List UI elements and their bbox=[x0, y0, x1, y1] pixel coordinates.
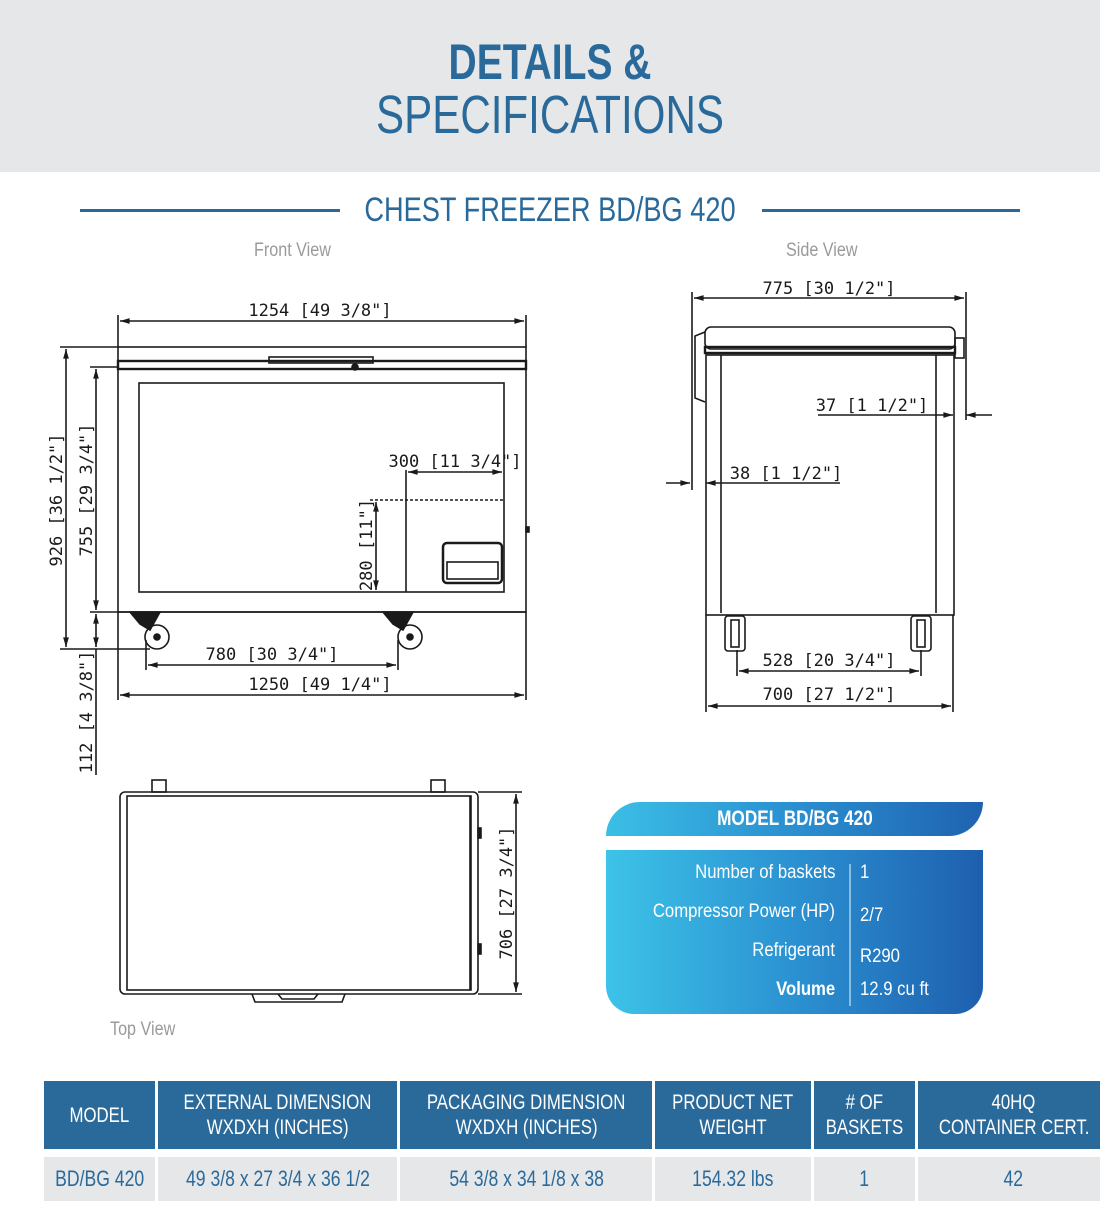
spec-value: 1 bbox=[860, 862, 870, 883]
divider-left bbox=[80, 209, 340, 212]
model-card-title: MODEL BD/BG 420 bbox=[606, 802, 983, 836]
th-text: # OF bbox=[845, 1091, 883, 1114]
product-name: CHEST FREEZER BD/BG 420 bbox=[364, 191, 736, 229]
header-banner: DETAILS & SPECIFICATIONS bbox=[0, 0, 1100, 172]
dim-side-caster-spacing: 528 [20 3/4"] bbox=[762, 651, 895, 671]
front-view-label: Front View bbox=[254, 240, 331, 261]
cell-net-weight: 154.32 lbs bbox=[655, 1157, 811, 1201]
spec-row-compressor: Compressor Power (HP) 2/7 bbox=[606, 901, 983, 931]
spec-value: 2/7 bbox=[860, 905, 884, 926]
th-text: PACKAGING DIMENSION bbox=[427, 1091, 626, 1114]
front-view-drawing bbox=[60, 315, 530, 775]
th-text: 40HQ bbox=[991, 1091, 1036, 1114]
spec-label: Refrigerant bbox=[752, 940, 835, 961]
spec-label: Number of baskets bbox=[694, 862, 835, 883]
page-title-line1: DETAILS & bbox=[448, 34, 652, 90]
cell-text: 42 bbox=[1003, 1166, 1024, 1191]
cell-baskets: 1 bbox=[813, 1157, 915, 1201]
dim-front-bottom-width: 1250 [49 1/4"] bbox=[248, 675, 391, 695]
table-gap bbox=[44, 1149, 1100, 1157]
cell-text: 1 bbox=[859, 1166, 870, 1191]
page-title-line2: SPECIFICATIONS bbox=[376, 85, 724, 145]
dim-compressor-width: 300 [11 3/4"] bbox=[388, 452, 521, 472]
th-text: CONTAINER CERT. bbox=[938, 1116, 1089, 1139]
divider-right bbox=[762, 209, 1020, 212]
th-text: PRODUCT NET bbox=[672, 1091, 794, 1114]
dim-front-caster-spacing: 780 [30 3/4"] bbox=[205, 645, 338, 665]
spec-row-refrigerant: Refrigerant R290 bbox=[606, 940, 983, 970]
dim-caster-height: 112 [4 3/8"] bbox=[77, 651, 97, 774]
cell-text: BD/BG 420 bbox=[55, 1166, 145, 1191]
product-subtitle: CHEST FREEZER BD/BG 420 bbox=[80, 190, 1020, 230]
cell-model: BD/BG 420 bbox=[44, 1157, 156, 1201]
side-view-label: Side View bbox=[786, 240, 858, 261]
top-view-label: Top View bbox=[110, 1019, 176, 1040]
dim-side-rear-offset: 37 [1 1/2"] bbox=[816, 396, 929, 416]
th-text: WXDXH (INCHES) bbox=[206, 1116, 349, 1139]
dim-total-height: 926 [36 1/2"] bbox=[47, 433, 67, 566]
th-text: BASKETS bbox=[825, 1116, 903, 1139]
dim-compressor-height: 280 [11"] bbox=[357, 499, 377, 591]
dim-front-top-width: 1254 [49 3/8"] bbox=[248, 301, 391, 321]
table-row: BD/BG 420 49 3/8 x 27 3/4 x 36 1/2 54 3/… bbox=[44, 1157, 1100, 1201]
dim-side-front-offset: 38 [1 1/2"] bbox=[730, 464, 843, 484]
cell-container-cert: 42 bbox=[917, 1157, 1100, 1201]
dim-top-depth: 706 [27 3/4"] bbox=[497, 826, 517, 959]
top-view-drawing bbox=[119, 779, 522, 1003]
dim-body-height: 755 [29 3/4"] bbox=[77, 423, 97, 556]
spec-row-volume: Volume 12.9 cu ft bbox=[606, 979, 983, 1009]
cell-text: 54 3/8 x 34 1/8 x 38 bbox=[448, 1166, 604, 1191]
th-text: WEIGHT bbox=[699, 1116, 767, 1139]
dim-side-top-depth: 775 [30 1/2"] bbox=[762, 279, 895, 299]
model-card-title-text: MODEL BD/BG 420 bbox=[716, 807, 873, 830]
cell-packaging-dimension: 54 3/8 x 34 1/8 x 38 bbox=[400, 1157, 653, 1201]
cell-external-dimension: 49 3/8 x 27 3/4 x 36 1/2 bbox=[158, 1157, 398, 1201]
dim-side-base-depth: 700 [27 1/2"] bbox=[762, 685, 895, 705]
model-card: Number of baskets 1 Compressor Power (HP… bbox=[606, 850, 983, 1014]
spec-label: Compressor Power (HP) bbox=[652, 901, 835, 922]
spec-value: 12.9 cu ft bbox=[860, 979, 929, 1000]
spec-row-baskets: Number of baskets 1 bbox=[606, 862, 983, 892]
th-text: MODEL bbox=[69, 1103, 130, 1127]
technical-drawings: 1254 [49 3/8"] 1250 [49 1/4"] 780 [30 3/… bbox=[47, 279, 992, 1003]
spec-label: Volume bbox=[775, 979, 835, 1000]
th-model: MODEL bbox=[44, 1081, 156, 1149]
spec-value: R290 bbox=[860, 946, 900, 967]
cell-text: 49 3/8 x 27 3/4 x 36 1/2 bbox=[185, 1166, 370, 1191]
model-card-divider bbox=[849, 864, 851, 1006]
th-text: EXTERNAL DIMENSION bbox=[183, 1091, 372, 1114]
cell-text: 154.32 lbs bbox=[692, 1166, 774, 1191]
side-view-drawing bbox=[666, 292, 992, 712]
th-text: WXDXH (INCHES) bbox=[455, 1116, 598, 1139]
